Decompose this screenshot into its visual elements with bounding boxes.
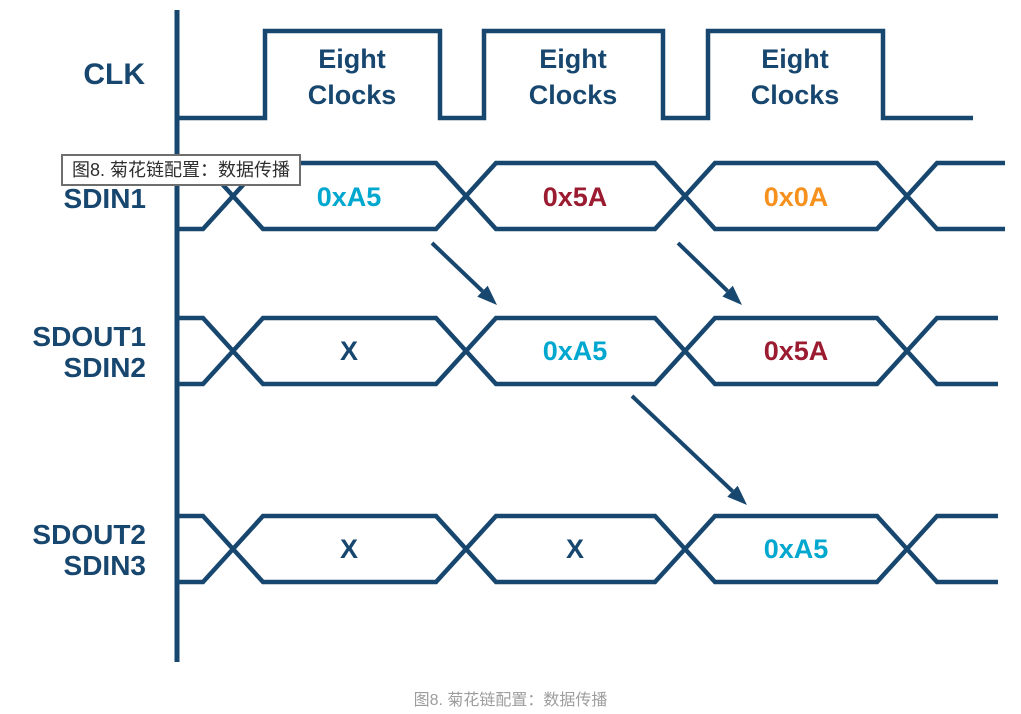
sdout2-sdin3-signal-label: SDOUT2 SDIN3 [18, 519, 146, 581]
figure-caption: 图8. 菊花链配置：数据传播 [413, 692, 608, 709]
arrowhead-3-icon [727, 485, 747, 505]
sdin1-label-line: SDIN1 [63, 183, 146, 214]
clock-pulse-label-3: Eight Clocks [750, 44, 840, 110]
propagation-arrow-2 [676, 241, 729, 293]
clk-waveform [177, 28, 973, 121]
clock-pulse-label-2: Eight Clocks [528, 44, 618, 110]
sdout2-seg1-value: X [339, 534, 358, 564]
sdin3-label-line: SDIN3 [63, 550, 146, 581]
propagation-arrows [430, 241, 734, 493]
sdout2-label-line: SDOUT2 [32, 519, 146, 550]
sdout1-sdin2-bus [177, 315, 998, 387]
propagation-arrow-1 [430, 241, 484, 293]
sdin1-seg1-value: 0xA5 [316, 182, 382, 212]
propagation-arrow-3 [630, 394, 734, 493]
sdout1-seg2-value: 0xA5 [542, 336, 608, 366]
sdin1-bus [177, 160, 1005, 232]
arrowhead-2-icon [722, 285, 742, 305]
sdin1-signal-label: SDIN1 [18, 183, 146, 214]
sdout1-label-line: SDOUT1 [32, 321, 146, 352]
sdout1-seg1-value: X [339, 336, 358, 366]
sdout1-sdin2-signal-label: SDOUT1 SDIN2 [18, 321, 146, 383]
arrowhead-1-icon [477, 285, 497, 305]
sdin1-seg3-value: 0x0A [763, 182, 829, 212]
sdout1-seg3-value: 0x5A [763, 336, 829, 366]
clk-signal-label: CLK [83, 58, 145, 91]
figure-tooltip: 图8. 菊花链配置：数据传播 [61, 154, 302, 186]
clock-pulse-label-1: Eight Clocks [307, 44, 397, 110]
sdout2-seg3-value: 0xA5 [763, 534, 829, 564]
sdout2-seg2-value: X [565, 534, 584, 564]
sdout2-sdin3-bus [177, 513, 998, 585]
sdin1-seg2-value: 0x5A [542, 182, 608, 212]
sdin2-label-line: SDIN2 [63, 352, 146, 383]
